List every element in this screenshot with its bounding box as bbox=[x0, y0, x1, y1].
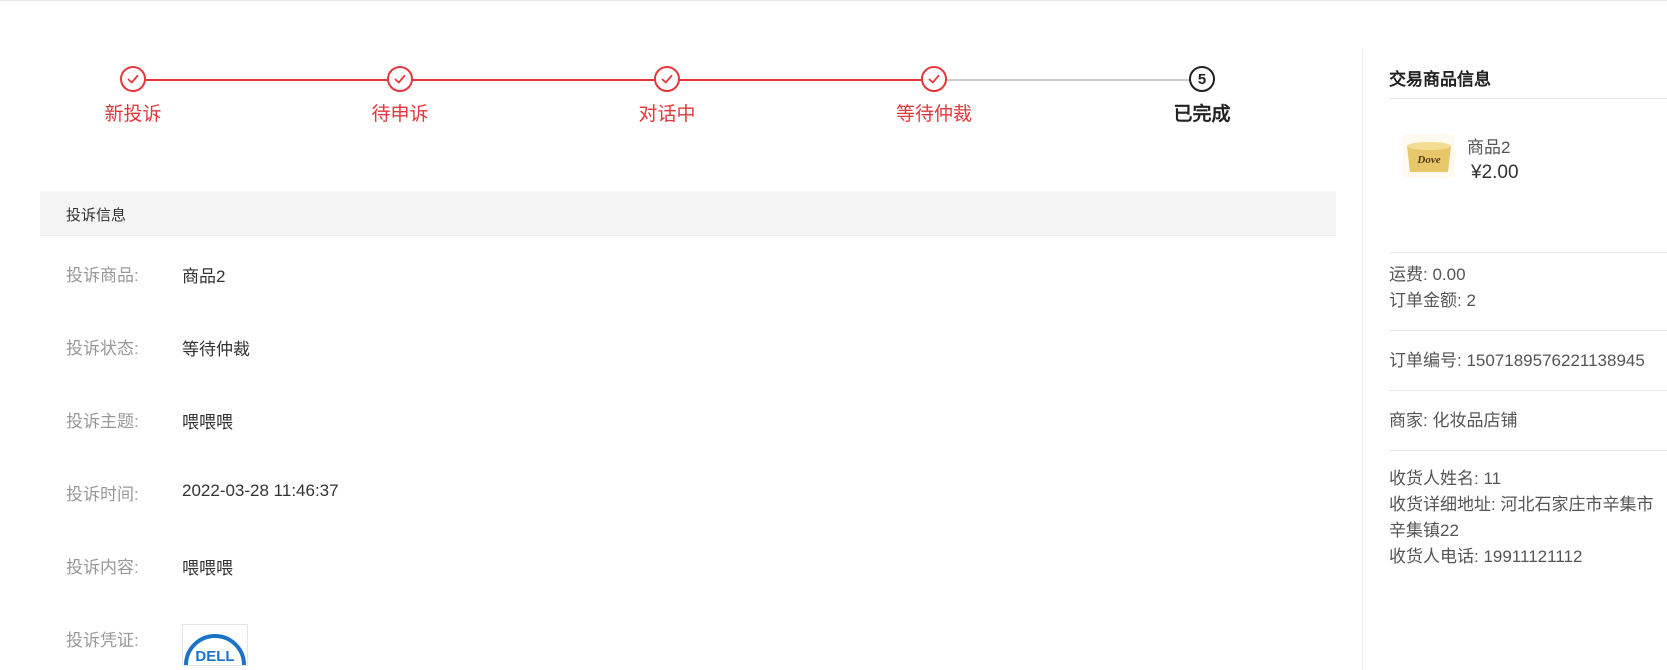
receiver-address: 收货详细地址: 河北石家庄市辛集市 bbox=[1389, 495, 1654, 514]
row-label: 投诉主题: bbox=[66, 412, 139, 431]
step-awaiting-arbitration: 等待仲裁 bbox=[874, 60, 994, 126]
divider bbox=[1389, 252, 1667, 253]
info-row-product: 投诉商品: 商品2 bbox=[66, 261, 1266, 286]
step-label: 对话中 bbox=[638, 104, 696, 125]
progress-line-pending bbox=[934, 79, 1202, 81]
trade-product-panel: 交易商品信息 Dove 商品2 ¥2.00 运费: 0.00 订单金额: 2 订… bbox=[1362, 50, 1667, 670]
divider bbox=[1389, 390, 1667, 391]
complaint-info-header: 投诉信息 bbox=[40, 191, 1336, 236]
svg-text:DELL: DELL bbox=[195, 648, 234, 665]
info-row-time: 投诉时间: 2022-03-28 11:46:37 bbox=[66, 480, 1266, 504]
row-value: 商品2 bbox=[182, 267, 226, 286]
row-value: 喂喂喂 bbox=[182, 413, 233, 432]
order-number: 订单编号: 1507189576221138945 bbox=[1389, 351, 1645, 370]
receiver-name: 收货人姓名: 11 bbox=[1389, 469, 1502, 488]
row-label: 投诉商品: bbox=[66, 266, 139, 285]
row-label: 投诉时间: bbox=[66, 485, 139, 504]
row-value: 2022-03-28 11:46:37 bbox=[182, 481, 339, 500]
svg-text:Dove: Dove bbox=[1416, 154, 1440, 166]
step-label: 等待仲裁 bbox=[895, 104, 972, 125]
receiver-address-cont: 辛集镇22 bbox=[1389, 521, 1459, 540]
row-value: 喂喂喂 bbox=[182, 559, 233, 578]
check-icon bbox=[654, 66, 680, 92]
divider bbox=[1389, 450, 1667, 451]
step-number: 5 bbox=[1189, 66, 1215, 92]
progress-steps: 新投诉 待申诉 对话中 等待仲裁 5 已完成 bbox=[0, 60, 1340, 140]
product-name[interactable]: 商品2 bbox=[1467, 138, 1511, 157]
step-label: 待申诉 bbox=[371, 104, 429, 125]
top-divider bbox=[0, 0, 1667, 1]
step-label: 新投诉 bbox=[104, 104, 162, 125]
merchant-name: 商家: 化妆品店铺 bbox=[1389, 411, 1518, 430]
check-icon bbox=[120, 66, 146, 92]
shipping-fee: 运费: 0.00 bbox=[1389, 265, 1466, 284]
step-pending-appeal: 待申诉 bbox=[340, 60, 460, 126]
step-label: 已完成 bbox=[1173, 104, 1231, 125]
step-completed: 5 已完成 bbox=[1142, 60, 1262, 126]
row-label: 投诉内容: bbox=[66, 558, 139, 577]
info-row-status: 投诉状态: 等待仲裁 bbox=[66, 334, 1266, 359]
row-label: 投诉凭证: bbox=[66, 631, 139, 650]
info-row-content: 投诉内容: 喂喂喂 bbox=[66, 553, 1266, 578]
product-price: ¥2.00 bbox=[1471, 162, 1519, 183]
progress-line-done bbox=[133, 79, 934, 81]
order-amount: 订单金额: 2 bbox=[1389, 291, 1476, 310]
step-in-dialogue: 对话中 bbox=[607, 60, 727, 126]
row-value: 等待仲裁 bbox=[182, 340, 250, 359]
divider bbox=[1389, 98, 1667, 99]
evidence-image[interactable]: DELL bbox=[182, 624, 248, 666]
receiver-phone: 收货人电话: 19911121112 bbox=[1389, 547, 1583, 566]
check-icon bbox=[921, 66, 947, 92]
check-icon bbox=[387, 66, 413, 92]
panel-title: 交易商品信息 bbox=[1389, 70, 1491, 89]
info-row-evidence: 投诉凭证: bbox=[66, 626, 1266, 650]
divider bbox=[1389, 330, 1667, 331]
step-new-complaint: 新投诉 bbox=[73, 60, 193, 126]
info-row-subject: 投诉主题: 喂喂喂 bbox=[66, 407, 1266, 432]
section-title: 投诉信息 bbox=[66, 207, 127, 224]
product-thumbnail[interactable]: Dove bbox=[1403, 134, 1455, 178]
row-label: 投诉状态: bbox=[66, 339, 139, 358]
